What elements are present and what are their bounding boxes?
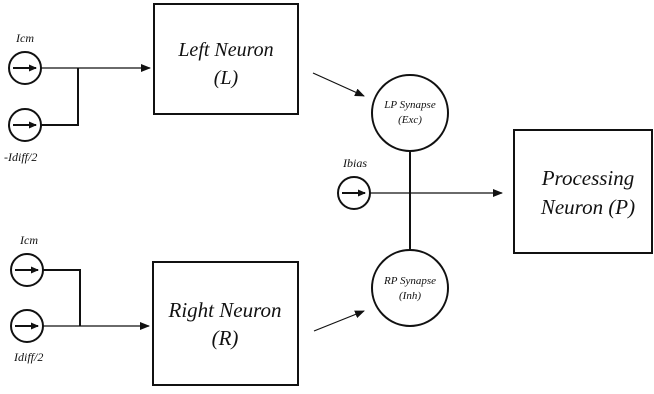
- source-ibias: Ibias: [337, 156, 371, 210]
- processing-neuron-subtitle: Neuron (P): [540, 195, 635, 219]
- source-label: Ibias: [342, 156, 367, 170]
- source-label: Idiff/2: [13, 350, 43, 364]
- rp-synapse: RP Synapse (Inh): [371, 249, 449, 327]
- processing-neuron-box: [513, 129, 653, 254]
- right-neuron: Right Neuron (R): [152, 261, 299, 386]
- right-neuron-subtitle: (R): [212, 326, 239, 350]
- right-neuron-box: [152, 261, 299, 386]
- left-neuron-subtitle: (L): [214, 67, 239, 89]
- right-neuron-title: Right Neuron: [168, 298, 282, 322]
- source-icm-left: Icm: [8, 31, 42, 85]
- lp-synapse-title: LP Synapse: [383, 99, 436, 111]
- junction-wire-left: [41, 68, 79, 126]
- rp-synapse-circle: [371, 249, 449, 327]
- source-idiff-right: Idiff/2: [10, 309, 44, 364]
- source-icm-right: Icm: [10, 233, 44, 287]
- arrow-right-to-rp: [313, 310, 365, 332]
- source-idiff-left: -Idiff/2: [4, 108, 42, 164]
- rp-synapse-subtitle: (Inh): [399, 290, 421, 302]
- processing-neuron: Processing Neuron (P): [513, 129, 653, 254]
- left-neuron-box: [153, 3, 299, 115]
- lp-synapse-circle: [371, 74, 449, 152]
- source-label: -Idiff/2: [4, 150, 37, 164]
- rp-synapse-title: RP Synapse: [383, 275, 436, 287]
- processing-neuron-title: Processing: [541, 166, 635, 190]
- junction-wire-right: [43, 269, 81, 326]
- lp-synapse-subtitle: (Exc): [398, 114, 422, 126]
- left-neuron-title: Left Neuron: [177, 39, 273, 61]
- source-label: Icm: [15, 31, 34, 45]
- source-label: Icm: [19, 233, 38, 247]
- arrow-left-to-lp: [312, 72, 365, 97]
- left-neuron: Left Neuron (L): [153, 3, 299, 115]
- lp-synapse: LP Synapse (Exc): [371, 74, 449, 152]
